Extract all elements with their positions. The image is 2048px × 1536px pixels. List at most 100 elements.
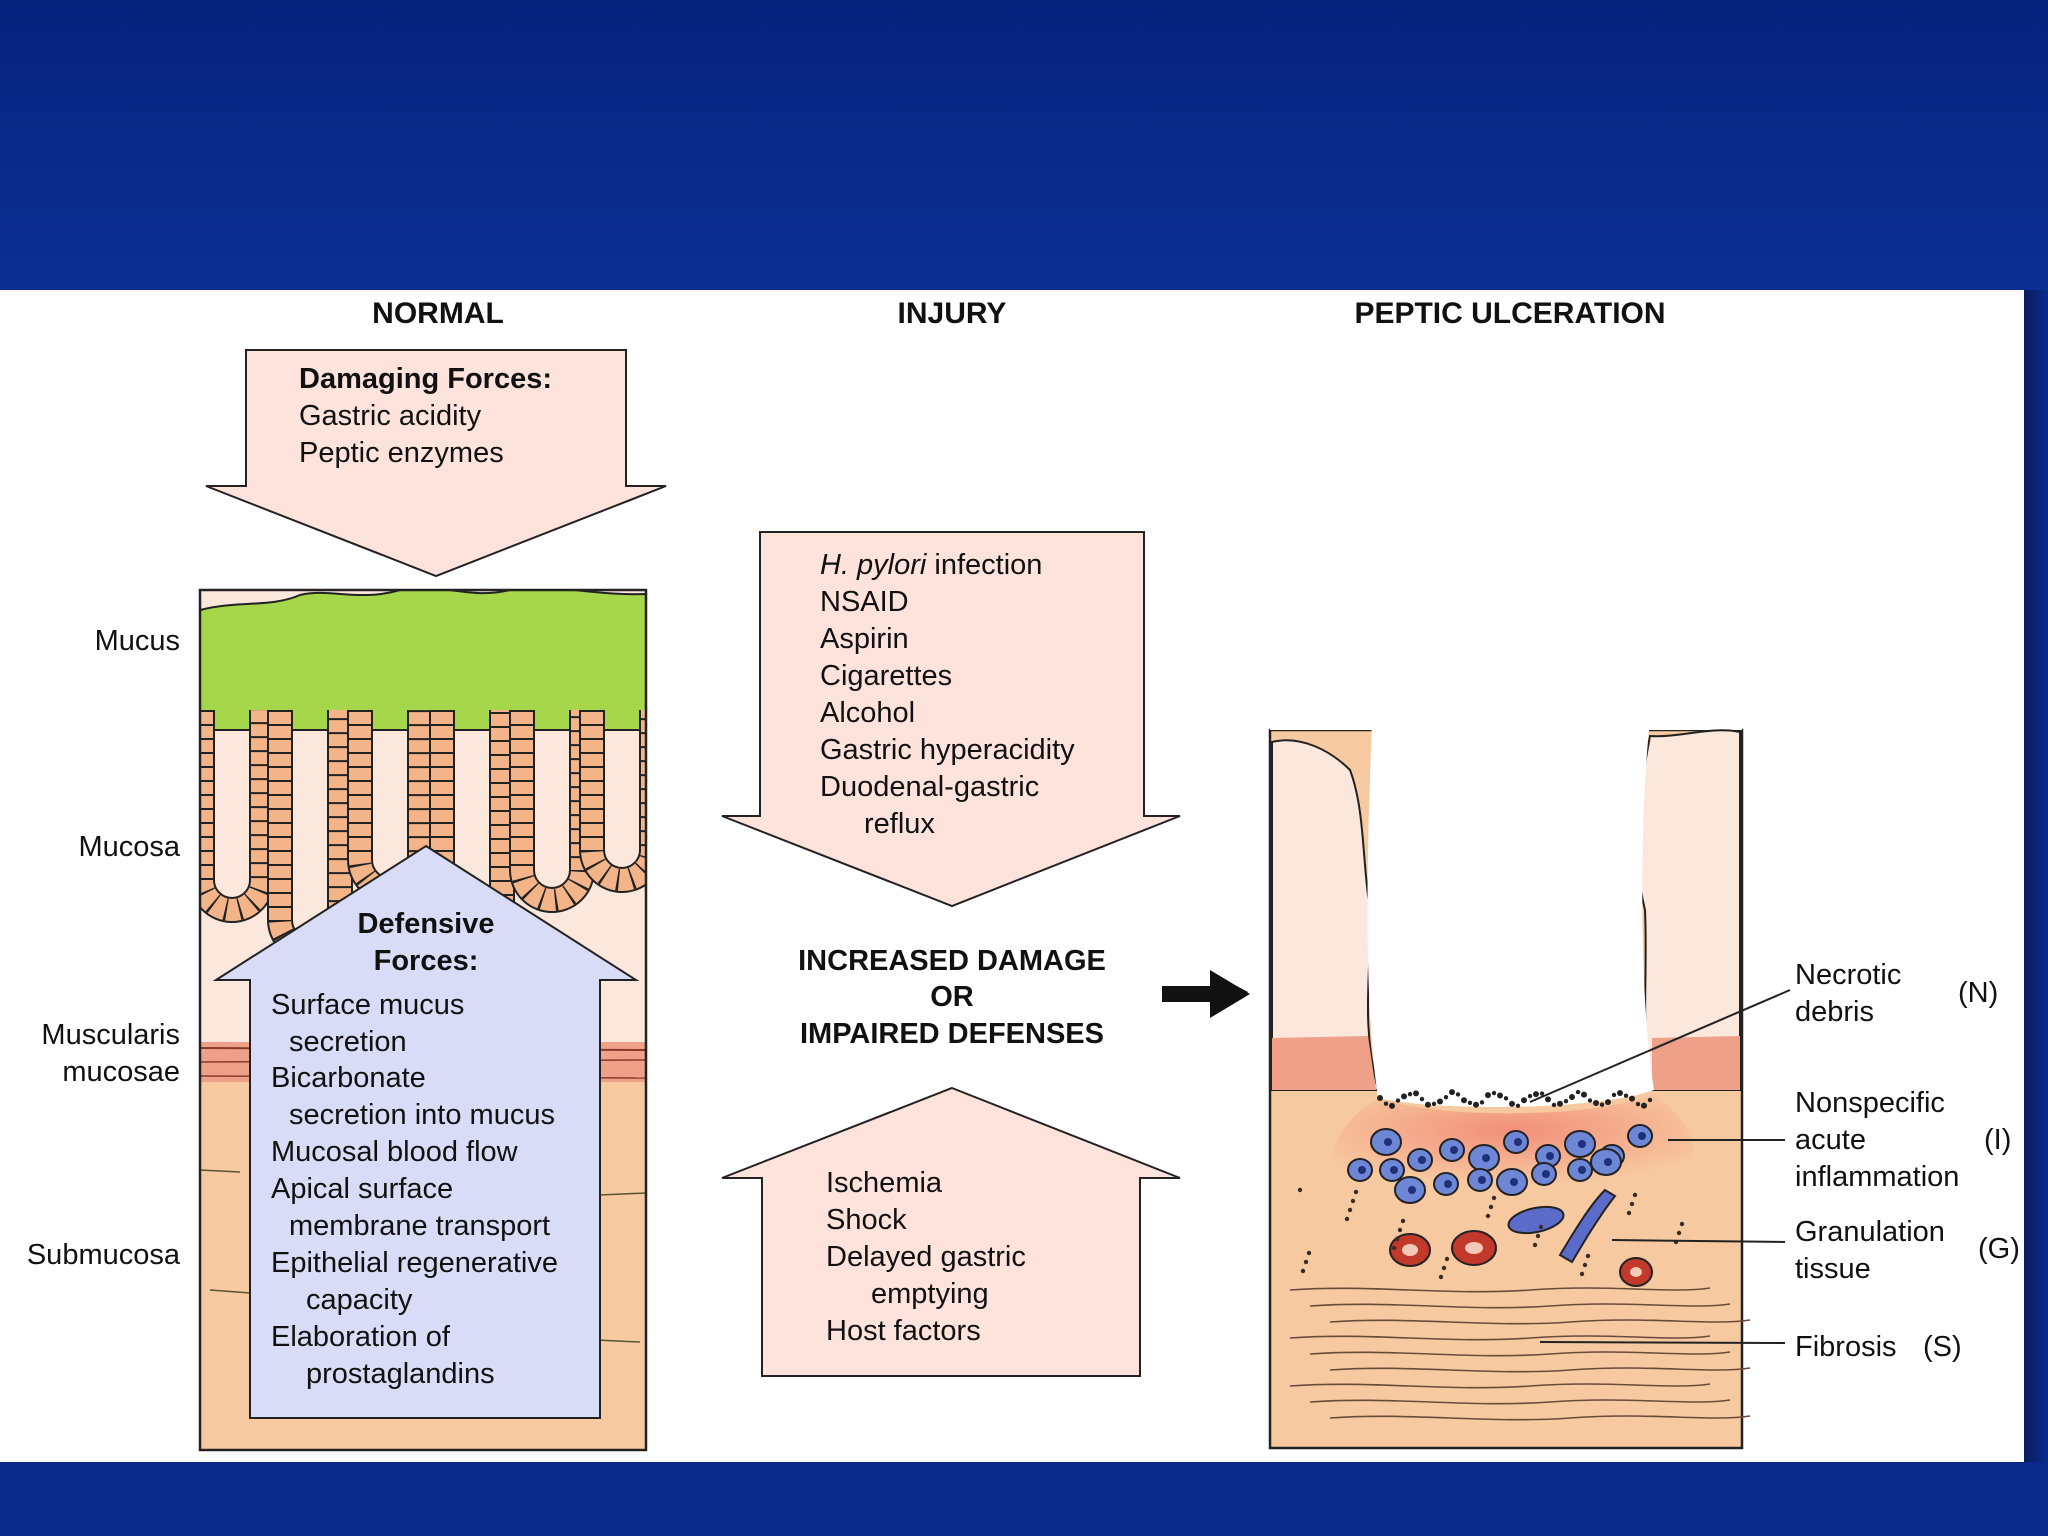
debris-dot bbox=[1563, 1098, 1569, 1104]
injury-factor: NSAID bbox=[820, 586, 909, 618]
debris-dot bbox=[1503, 1096, 1509, 1101]
defensive-force-line: prostaglandins bbox=[306, 1358, 495, 1390]
debris-dot bbox=[1485, 1092, 1491, 1099]
ulcer-label-inflammation-3: inflammation bbox=[1795, 1161, 1959, 1193]
granulation-dot bbox=[1538, 1224, 1544, 1230]
injury-damaging-arrow bbox=[721, 531, 1181, 908]
cell-nucleus bbox=[1482, 1154, 1490, 1162]
debris-dot bbox=[1467, 1100, 1473, 1106]
debris-dot bbox=[1491, 1090, 1497, 1096]
ulcer-label-inflammation-2: acute bbox=[1795, 1124, 1866, 1156]
granulation-dot bbox=[1632, 1192, 1638, 1198]
defensive-forces-arrow bbox=[212, 844, 640, 1419]
inflammatory-cells bbox=[1347, 1124, 1653, 1204]
cell-nucleus bbox=[1604, 1158, 1612, 1166]
cell-nucleus bbox=[1514, 1138, 1522, 1146]
debris-dot bbox=[1479, 1100, 1485, 1105]
injury-summary-line: IMPAIRED DEFENSES bbox=[800, 1018, 1104, 1050]
granulation-dot bbox=[1585, 1253, 1591, 1259]
fibrosis-line bbox=[1309, 1351, 1731, 1357]
cell-nucleus bbox=[1478, 1176, 1486, 1184]
diagram-panel: NORMAL INJURY PEPTIC ULCERATION Damaging… bbox=[0, 290, 2024, 1462]
gland-cell-borders bbox=[511, 710, 593, 911]
debris-dot bbox=[1425, 1101, 1431, 1108]
granulation-dot bbox=[1491, 1195, 1497, 1201]
debris-dot bbox=[1599, 1102, 1605, 1107]
necrotic-debris bbox=[1377, 1089, 1653, 1109]
fibrosis-line bbox=[1309, 1303, 1731, 1309]
damaging-force-item: Peptic enzymes bbox=[299, 437, 504, 469]
impaired-defense-factor: Delayed gastric bbox=[826, 1241, 1026, 1273]
granulation-dot bbox=[1344, 1216, 1350, 1222]
granulation-dot bbox=[1629, 1201, 1635, 1207]
debris-dot bbox=[1647, 1097, 1653, 1103]
fibrosis-lines bbox=[1289, 1187, 1751, 1421]
debris-dot bbox=[1533, 1091, 1539, 1098]
impaired-defense-factor: emptying bbox=[871, 1278, 989, 1310]
debris-dot bbox=[1587, 1098, 1593, 1103]
cell-nucleus bbox=[1638, 1132, 1646, 1140]
debris-dot bbox=[1605, 1099, 1611, 1106]
injury-factor: Gastric hyperacidity bbox=[820, 734, 1075, 766]
debris-dot bbox=[1413, 1090, 1419, 1097]
debris-dot bbox=[1569, 1093, 1575, 1100]
injury-summary-line: INCREASED DAMAGE bbox=[798, 945, 1106, 977]
debris-dot bbox=[1383, 1101, 1389, 1106]
debris-dot bbox=[1395, 1098, 1401, 1103]
damaging-forces-arrow bbox=[205, 349, 667, 578]
debris-dot bbox=[1377, 1095, 1383, 1101]
debris-dot bbox=[1473, 1101, 1479, 1108]
layer-label-submucosa: Submucosa bbox=[27, 1239, 181, 1271]
fibrosis-line bbox=[1289, 1287, 1711, 1293]
granulation-dot bbox=[1350, 1198, 1356, 1204]
debris-dot bbox=[1389, 1102, 1395, 1109]
defensive-force-line: Apical surface bbox=[271, 1173, 453, 1205]
debris-dot bbox=[1443, 1095, 1449, 1100]
debris-dot bbox=[1623, 1093, 1629, 1098]
defensive-force-line: Epithelial regenerative bbox=[271, 1247, 558, 1279]
granulation-dot bbox=[1306, 1250, 1312, 1256]
debris-dot bbox=[1611, 1092, 1617, 1098]
cell-nucleus bbox=[1390, 1166, 1398, 1174]
ulcer-code-s: (S) bbox=[1923, 1331, 1962, 1363]
ulcer-label-fibrosis: Fibrosis bbox=[1795, 1331, 1897, 1363]
progression-arrow-head bbox=[1162, 970, 1250, 1018]
granulation-dot bbox=[1535, 1233, 1541, 1239]
debris-dot bbox=[1401, 1093, 1407, 1100]
impaired-defense-factor: Host factors bbox=[826, 1315, 981, 1347]
cell-nucleus bbox=[1408, 1186, 1416, 1194]
ulcer-tissue-block bbox=[1268, 720, 1791, 1450]
granulation-dot bbox=[1444, 1256, 1450, 1262]
cell-nucleus bbox=[1444, 1180, 1452, 1188]
debris-dot bbox=[1617, 1090, 1623, 1097]
impaired-defense-factor: Ischemia bbox=[826, 1167, 943, 1199]
debris-dot bbox=[1629, 1095, 1635, 1102]
injury-factor: Aspirin bbox=[820, 623, 909, 655]
granulation-dot bbox=[1300, 1268, 1306, 1274]
injury-factor: Alcohol bbox=[820, 697, 915, 729]
debris-dot bbox=[1419, 1096, 1425, 1102]
granulation-dot bbox=[1394, 1236, 1400, 1242]
gland-epithelium bbox=[200, 710, 273, 921]
defensive-force-line: Elaboration of bbox=[271, 1321, 451, 1353]
granulation-dot bbox=[1397, 1227, 1403, 1233]
granulation-dot bbox=[1303, 1259, 1309, 1265]
granulation-dot bbox=[1676, 1230, 1682, 1236]
debris-dot bbox=[1437, 1098, 1443, 1105]
granulation-dot bbox=[1438, 1274, 1444, 1280]
granulation-dot bbox=[1400, 1218, 1406, 1224]
layer-label-muscularis: Muscularis bbox=[41, 1019, 180, 1051]
granulation-dot bbox=[1579, 1271, 1585, 1277]
fibrosis-line bbox=[1289, 1335, 1711, 1341]
defensive-force-line: capacity bbox=[306, 1284, 413, 1316]
layer-label-muscularis-2: mucosae bbox=[62, 1056, 180, 1088]
ulcer-code-i: (I) bbox=[1984, 1124, 2011, 1156]
ulcer-code-n: (N) bbox=[1958, 977, 1998, 1009]
debris-dot bbox=[1509, 1100, 1515, 1107]
fibrosis-line bbox=[1329, 1367, 1751, 1373]
debris-dot bbox=[1431, 1101, 1437, 1107]
granulation-dot bbox=[1297, 1187, 1303, 1193]
granulation-dot bbox=[1488, 1204, 1494, 1210]
fibrosis-line bbox=[1309, 1399, 1731, 1405]
injury-summary-line: OR bbox=[930, 981, 974, 1013]
